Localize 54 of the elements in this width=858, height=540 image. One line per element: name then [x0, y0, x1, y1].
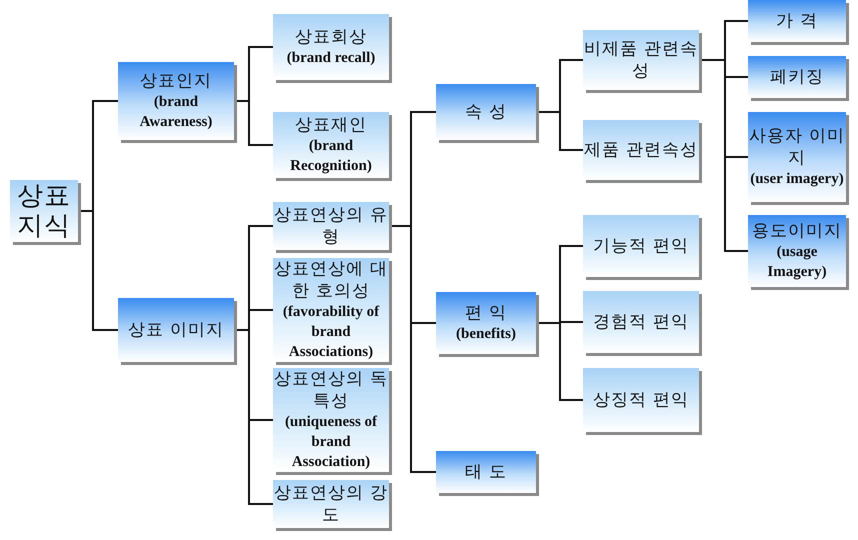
concept-box: [748, 112, 846, 202]
concept-box: [583, 30, 699, 90]
concept-box: [583, 215, 699, 277]
concept-box: [436, 451, 536, 493]
concept-box: [748, 0, 846, 42]
box-label: 상표 이미지: [128, 319, 224, 341]
box-label: 용도이미지: [752, 220, 842, 242]
box-label: 상표연상의 유형: [273, 204, 389, 248]
box-label: (usage Imagery): [766, 243, 828, 282]
concept-box: [273, 258, 389, 362]
box-label: 제품 관련속성: [584, 139, 698, 161]
box-label: (favorability of brand Associations): [282, 303, 380, 362]
concept-box: [273, 368, 389, 472]
connector-line: [78, 210, 118, 331]
concept-box: [748, 215, 846, 287]
box-label: 페키징: [770, 66, 824, 88]
box-label: 상징적 편익: [592, 389, 690, 411]
box-label: 태 도: [464, 461, 508, 483]
box-label: 상표 지식: [16, 181, 72, 241]
box-label: 속 성: [464, 101, 508, 123]
connector-line: [536, 322, 583, 401]
box-label: 사용자 이미지: [748, 125, 846, 169]
box-label: 편 익: [464, 302, 508, 324]
concept-box: [436, 292, 536, 354]
box-label: 상표회상: [295, 26, 367, 48]
concept-box: [118, 62, 234, 140]
concept-box: [583, 291, 699, 353]
connector-line: [699, 59, 748, 252]
connector-line: [389, 225, 436, 473]
concept-box: [748, 56, 846, 98]
box-label: (brand Recognition): [289, 137, 373, 176]
concept-box: [118, 298, 234, 362]
concept-box: [10, 180, 78, 242]
connector-line: [536, 111, 583, 151]
box-label: (user imagery): [750, 170, 844, 189]
concept-box: [273, 14, 389, 80]
concept-box: [273, 112, 389, 178]
box-label: 상표연상의 강도: [273, 482, 389, 526]
box-label: (benefits): [456, 325, 516, 344]
concept-box: [583, 120, 699, 180]
concept-box: [583, 368, 699, 432]
box-label: 경험적 편익: [592, 311, 690, 333]
box-label: 가 격: [776, 10, 818, 32]
concept-box: [436, 84, 536, 140]
box-label: 상표연상에 대한 호의성: [273, 258, 389, 302]
box-label: 기능적 편익: [592, 235, 690, 257]
box-label: 상표인지: [140, 70, 212, 92]
box-label: 비제품 관련속성: [583, 38, 699, 82]
box-label: 상표연상의 독특성: [273, 368, 389, 412]
connector-line: [234, 100, 273, 146]
box-label: (brand recall): [286, 49, 376, 68]
box-label: (uniqueness of brand Association): [284, 413, 378, 472]
box-label: 상표재인: [295, 114, 367, 136]
box-label: (brand Awareness): [138, 93, 214, 132]
